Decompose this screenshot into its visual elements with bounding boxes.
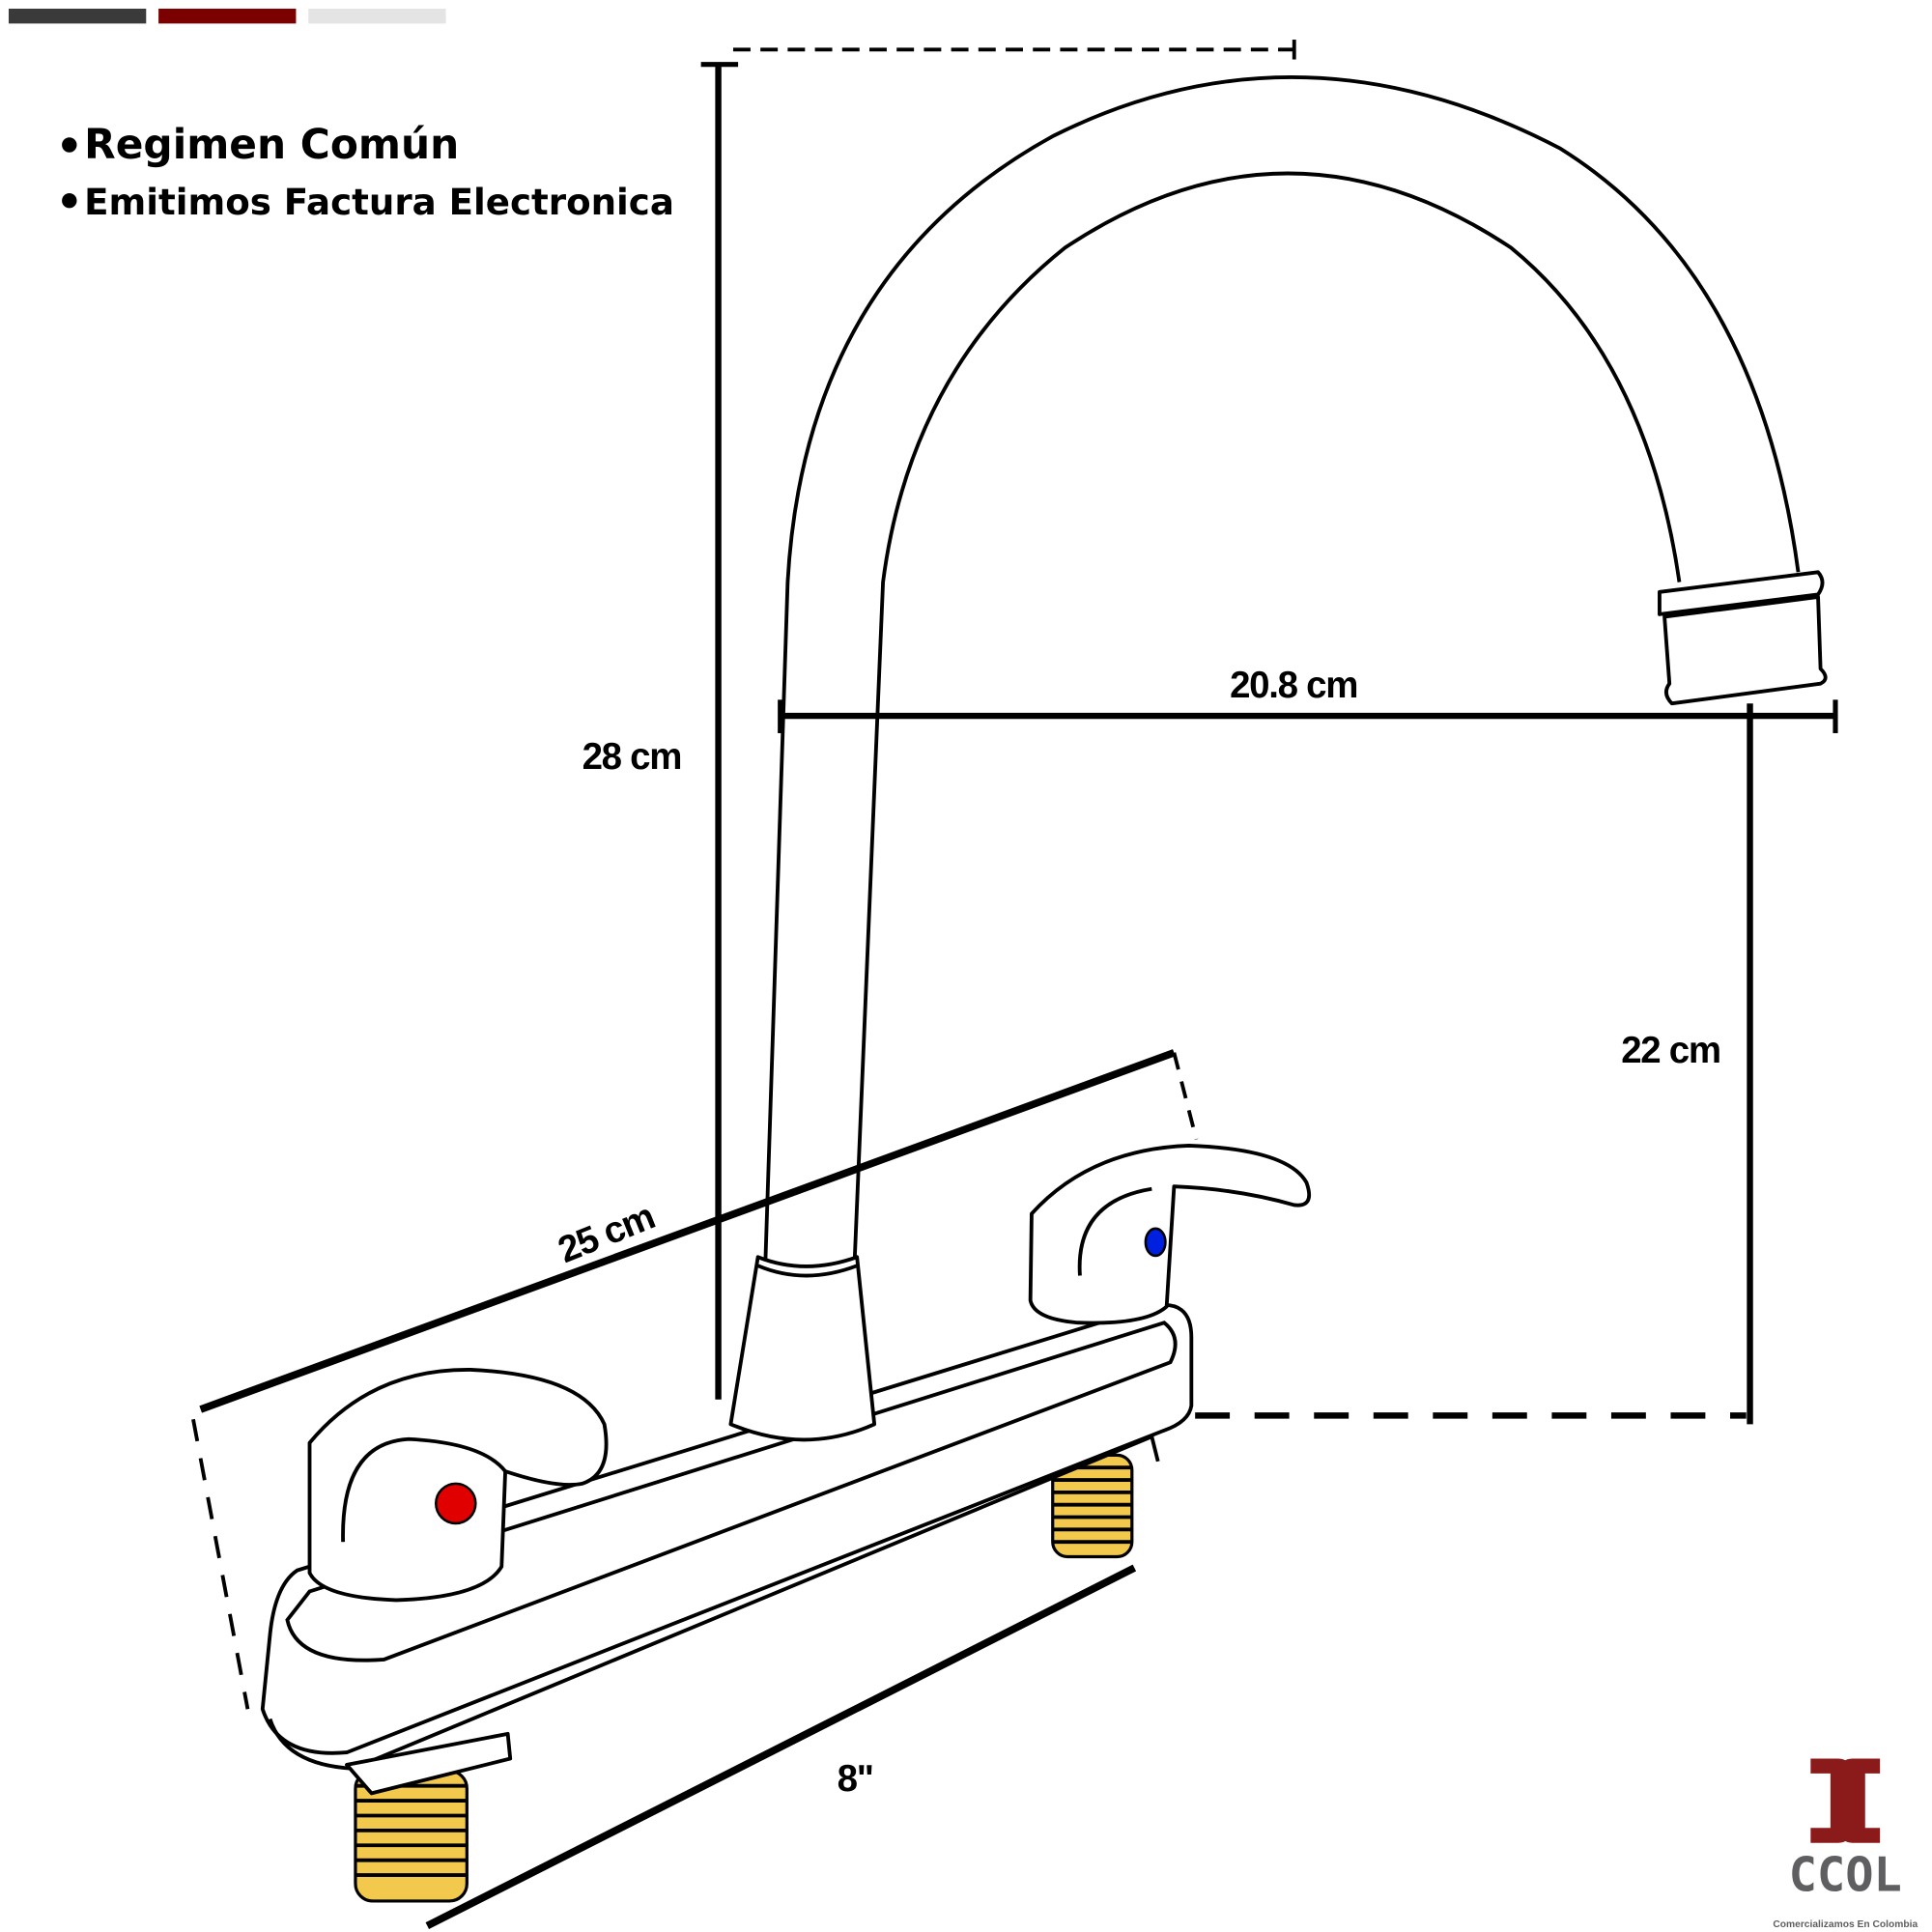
cold-handle: [1028, 1143, 1312, 1325]
color-bar-light: [308, 8, 446, 24]
bullet-factura: Emitimos Factura Electronica: [84, 181, 674, 223]
bullet-dot: [62, 137, 77, 153]
dim-spout-height: 22 cm: [1621, 1030, 1720, 1071]
logo-name: CCOL: [1789, 1849, 1902, 1903]
logo-mark: [1810, 1758, 1881, 1843]
bullet-dot: [62, 193, 77, 209]
logo-tagline: Comercializamos En Colombia: [1773, 1919, 1918, 1930]
ccol-logo: CCOL Comercializamos En Colombia: [1773, 1758, 1918, 1930]
color-bar-red: [158, 8, 297, 24]
dim-center-spacing: 8": [838, 1758, 873, 1800]
dim-spout-reach: 20.8 cm: [1230, 665, 1357, 706]
bullet-regimen: Regimen Común: [84, 121, 459, 168]
cold-indicator: [1144, 1227, 1167, 1258]
hot-indicator: [435, 1482, 477, 1525]
spout-base: [728, 1255, 877, 1442]
aerator: [1658, 570, 1828, 706]
hot-handle: [307, 1368, 609, 1603]
dim-total-height: 28 cm: [582, 736, 682, 778]
color-bar-dark: [8, 8, 147, 24]
spout: [728, 75, 1828, 1442]
dimension-lines: [191, 40, 1838, 1930]
